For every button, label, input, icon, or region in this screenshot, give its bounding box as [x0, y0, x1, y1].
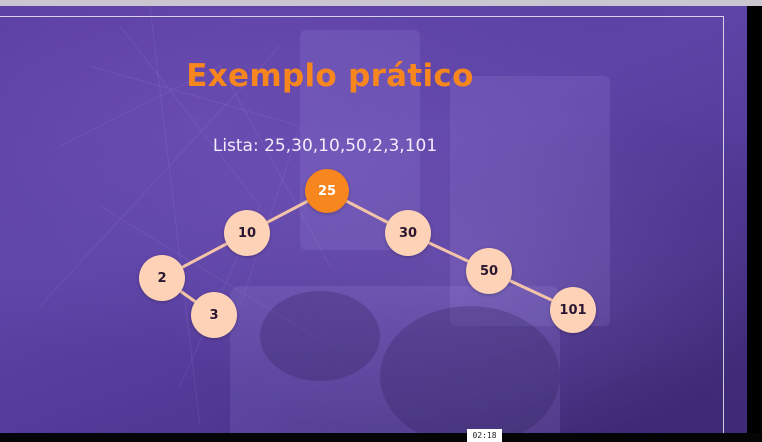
tree-node-label: 25	[317, 183, 337, 199]
background-decoration	[39, 6, 610, 433]
tree-node-label: 3	[209, 307, 219, 323]
slide-frame	[0, 16, 724, 433]
slide-subtitle: Lista: 25,30,10,50,2,3,101	[212, 136, 438, 156]
right-letterbox	[747, 6, 762, 433]
tree-node-3: 3	[191, 292, 237, 338]
tree-node-label: 30	[398, 225, 418, 241]
binary-tree: 25 10 30 2 3 50 101	[0, 6, 747, 433]
tree-node-label: 10	[237, 225, 257, 241]
tree-edges	[161, 189, 574, 317]
tree-node-label: 50	[479, 263, 499, 279]
video-progress-area	[0, 433, 762, 442]
tree-node-2: 2	[139, 255, 185, 301]
video-timestamp: 02:18	[467, 429, 502, 442]
tree-node-25: 25	[305, 169, 349, 213]
tree-node-30: 30	[385, 210, 431, 256]
tree-node-label: 101	[559, 302, 587, 318]
tree-node-10: 10	[224, 210, 270, 256]
tree-node-101: 101	[550, 287, 596, 333]
tree-node-label: 2	[157, 270, 167, 286]
slide-title: Exemplo prático	[186, 58, 474, 94]
tree-node-50: 50	[466, 248, 512, 294]
top-bar	[0, 0, 762, 6]
slide: Exemplo prático Lista: 25,30,10,50,2,3,1…	[0, 6, 747, 433]
